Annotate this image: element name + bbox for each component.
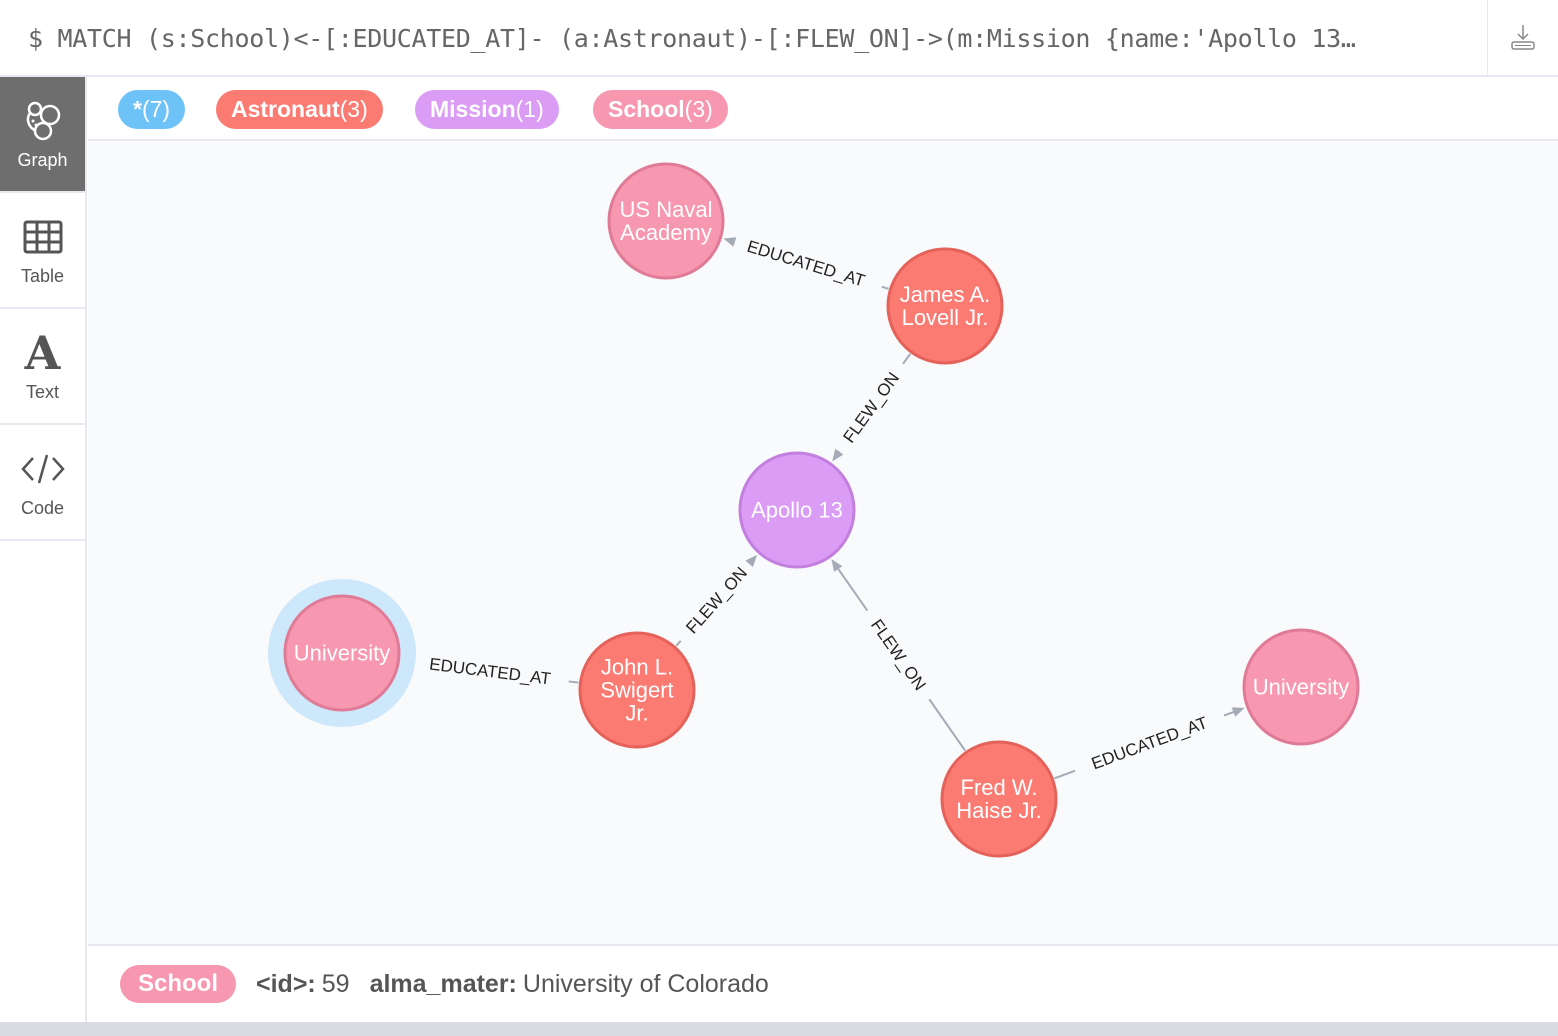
prop-value: University of Colorado (522, 969, 769, 998)
node-astronaut[interactable]: Fred W.Haise Jr. (940, 740, 1058, 858)
relationship-educated_at[interactable]: EDUCATED_AT (1053, 707, 1245, 780)
relationship-label: FLEW_ON (682, 563, 751, 637)
arrow-head (745, 554, 758, 568)
node-caption: University (294, 641, 391, 666)
graph-icon (26, 101, 60, 140)
label-legend: *(7) Astronaut(3) Mission(1) School(3) (88, 77, 1558, 141)
legend-mission[interactable]: Mission(1) (415, 90, 559, 129)
node-caption: John L. (601, 655, 673, 680)
id-key: <id>: (256, 969, 316, 998)
selected-label-badge: School (120, 965, 237, 1003)
view-sidebar: Graph Table A Text Code (0, 77, 87, 1036)
properties-footer: School <id>: 59 alma_mater: University o… (88, 944, 1558, 1022)
relationship-flew_on[interactable]: FLEW_ON (831, 559, 967, 752)
relationship-educated_at[interactable]: EDUCATED_AT (401, 655, 579, 689)
download-icon (1511, 25, 1535, 50)
arrow-head (1231, 707, 1245, 717)
arrow-head (832, 448, 844, 462)
relationship-label: FLEW_ON (839, 369, 903, 447)
sidebar-label: Code (20, 497, 65, 518)
relationship-label: EDUCATED_AT (1089, 713, 1210, 773)
node-school[interactable]: University (1242, 628, 1360, 746)
node-caption: James A. (900, 282, 990, 307)
sidebar-item-text[interactable]: A Text (0, 309, 85, 425)
node-caption: Lovell Jr. (902, 305, 989, 330)
node-caption: US Naval (620, 197, 713, 222)
relationship-flew_on[interactable]: FLEW_ON (675, 554, 758, 647)
relationship-label: EDUCATED_AT (428, 655, 552, 689)
download-button[interactable] (1487, 0, 1558, 76)
relationship-flew_on[interactable]: FLEW_ON (832, 353, 912, 462)
node-caption: Fred W. (960, 775, 1037, 800)
code-icon (20, 454, 65, 483)
node-caption: Apollo 13 (751, 498, 843, 523)
arrow-head (831, 559, 843, 572)
query-text[interactable]: $ MATCH (s:School)<-[:EDUCATED_AT]- (a:A… (28, 24, 1356, 53)
legend-astronaut[interactable]: Astronaut(3) (216, 90, 383, 129)
graph-canvas[interactable]: EDUCATED_AT FLEW_ON FLEW_ON EDUCATED_AT FLEW… (88, 142, 1558, 944)
legend-all[interactable]: *(7) (118, 90, 186, 129)
sidebar-label: Text (25, 381, 59, 402)
sidebar-label: Graph (17, 149, 68, 170)
sidebar-item-graph[interactable]: Graph (0, 77, 85, 193)
node-caption: Jr. (625, 701, 648, 726)
node-caption: Academy (620, 220, 712, 245)
node-caption: Haise Jr. (956, 798, 1042, 823)
relationship-educated_at[interactable]: EDUCATED_AT (723, 237, 889, 291)
relationship-label: EDUCATED_AT (745, 237, 867, 291)
node-caption: University (1253, 675, 1350, 700)
bottom-strip (0, 1022, 1558, 1036)
node-mission[interactable]: Apollo 13 (738, 451, 856, 569)
node-school[interactable]: University (268, 579, 416, 727)
table-icon (23, 220, 62, 253)
legend-school[interactable]: School(3) (593, 90, 728, 129)
node-caption: Swigert (600, 678, 673, 703)
sidebar-item-code[interactable]: Code (0, 425, 85, 541)
sidebar-label: Table (20, 265, 65, 286)
sidebar-item-table[interactable]: Table (0, 193, 85, 309)
node-astronaut[interactable]: James A.Lovell Jr. (886, 247, 1004, 365)
id-value: 59 (321, 969, 350, 998)
query-bar: $ MATCH (s:School)<-[:EDUCATED_AT]- (a:A… (0, 0, 1558, 77)
arrow-head (723, 237, 737, 247)
prop-key: alma_mater: (369, 969, 517, 998)
text-icon: A (24, 325, 61, 380)
relationship-label: FLEW_ON (867, 616, 930, 694)
